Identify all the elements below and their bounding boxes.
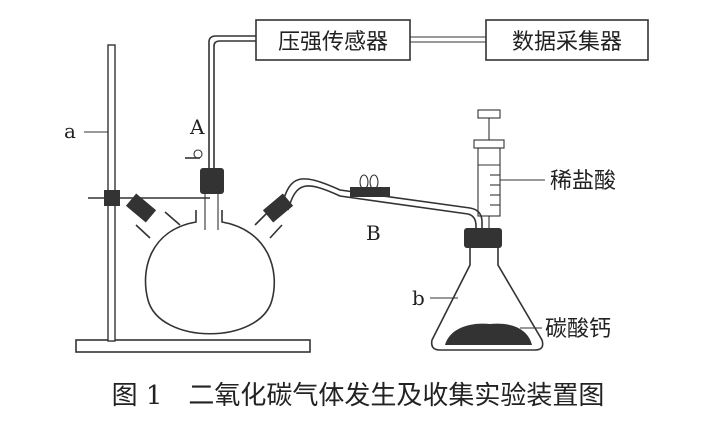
- label-B: B: [366, 221, 381, 245]
- stopper-a: [200, 168, 224, 194]
- pressure-sensor-box: [255, 19, 411, 61]
- conical-flask: [430, 228, 544, 351]
- iron-stand: [75, 44, 311, 353]
- figure-caption: 图 1 二氧化碳气体发生及收集实验装置图: [112, 381, 605, 411]
- pressure-sensor-label: 压强传感器: [278, 30, 388, 55]
- acid-label: 稀盐酸: [550, 169, 616, 194]
- syringe: [473, 109, 545, 240]
- three-neck-flask: [125, 149, 294, 335]
- tube-clamp-b: [350, 187, 390, 197]
- label-b: b: [412, 286, 425, 310]
- label-A: A: [189, 115, 205, 139]
- data-collector-box: [485, 19, 649, 61]
- data-collector-label: 数据采集器: [512, 30, 622, 55]
- carbonate-label: 碳酸钙: [545, 317, 611, 342]
- calcium-carbonate: [445, 323, 532, 345]
- label-a: a: [64, 119, 76, 143]
